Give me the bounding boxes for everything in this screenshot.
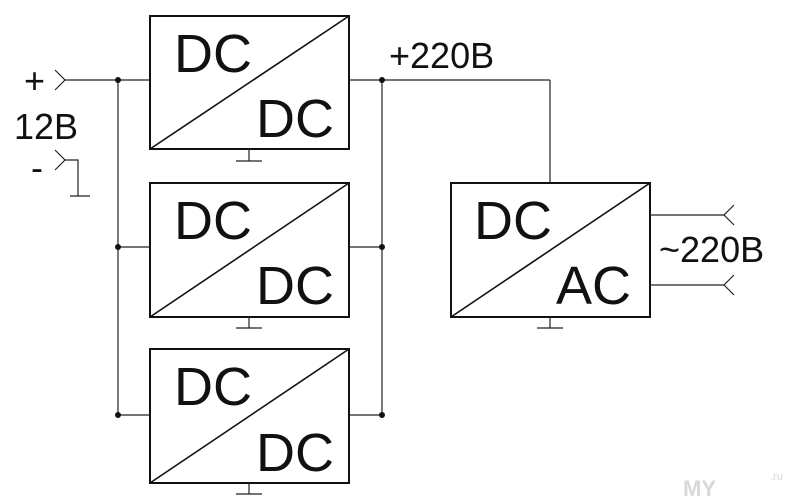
watermark: MY (683, 476, 716, 501)
converter-1-input-label: DC (174, 24, 252, 84)
converter-2-output-label: DC (256, 256, 334, 316)
input-plus-label: + (24, 60, 45, 101)
converter-2-input-label: DC (174, 191, 252, 251)
dc-dc-converter-2: DC DC (149, 182, 350, 329)
dc-dc-converter-1: DC DC (149, 15, 350, 162)
converter-3-output-label: DC (256, 423, 334, 483)
dc-dc-converter-3: DC DC (149, 348, 350, 495)
output-bus-220v (349, 77, 551, 418)
inverter-input-label: DC (474, 191, 552, 251)
ac-output-voltage-label: ~220В (659, 229, 764, 270)
input-minus-label: - (31, 147, 43, 188)
watermark-suffix: .ru (770, 471, 783, 483)
ac-output-wiring (650, 204, 735, 296)
inverter-output-label: AC (556, 256, 631, 316)
converter-3-input-label: DC (174, 357, 252, 417)
input-voltage-label: 12В (14, 106, 78, 147)
dc-ac-inverter: DC AC (450, 182, 651, 329)
converter-1-output-label: DC (256, 89, 334, 149)
input-wiring (54, 69, 150, 197)
bus-voltage-label: +220В (389, 35, 494, 76)
input-bus (115, 77, 150, 418)
